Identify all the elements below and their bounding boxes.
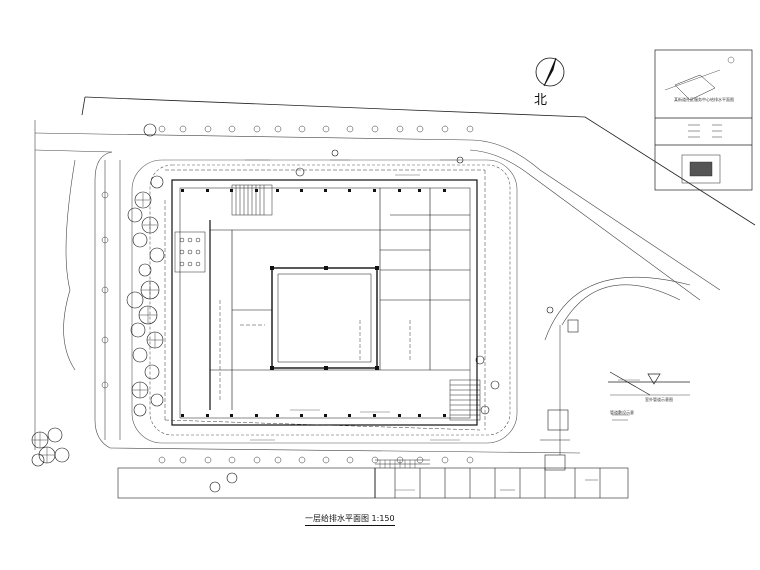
pipe-section-title: 室外管道示意图 (645, 397, 673, 402)
pipe-section-note: 管道敷设示意 (610, 410, 634, 415)
road-lines (34, 120, 721, 455)
restroom-fixtures (174, 231, 206, 273)
location-inset-note: 某街道社区服务中心给排水平面图 (674, 97, 734, 102)
pipe-lines (164, 169, 486, 431)
legend-rows (688, 124, 722, 138)
site-boundary (81, 96, 756, 226)
stair-bottom-right (449, 379, 481, 421)
annotation-marks (245, 159, 640, 491)
location-inset (654, 49, 753, 191)
tree-spokes (32, 193, 163, 463)
driveway (131, 159, 518, 444)
trees (31, 123, 554, 493)
stair-south (379, 460, 416, 468)
drawing-title: 一层给排水平面图 1:150 (305, 513, 395, 526)
building-walls (171, 179, 478, 426)
columns (181, 189, 446, 417)
north-arrow (535, 57, 565, 87)
north-label: 北 (534, 93, 548, 108)
stair-top-left (231, 184, 273, 216)
south-annex (117, 459, 629, 499)
pipe-section-detail (608, 371, 690, 396)
east-structure (540, 319, 579, 471)
